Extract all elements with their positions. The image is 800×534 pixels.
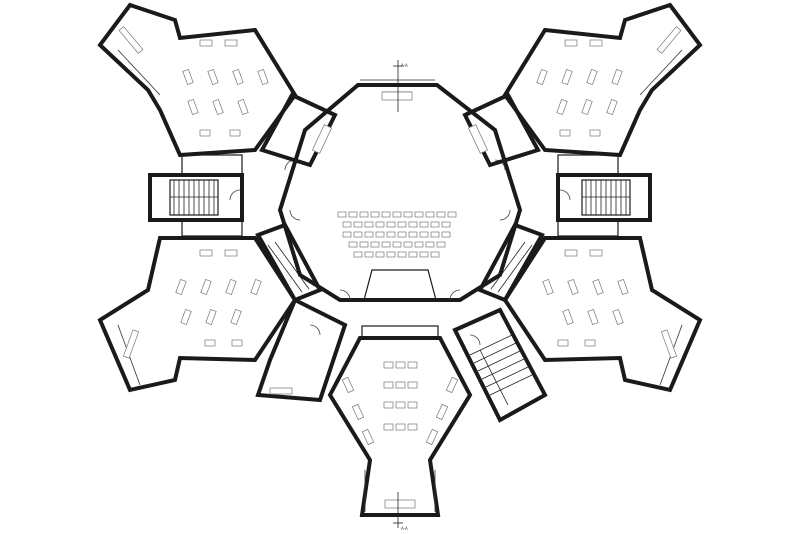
section-mark-top: A-A [393,60,408,112]
hall-seating [337,211,457,258]
classroom-wing-lower-right [502,236,703,393]
classroom-wing-upper-left [97,2,298,158]
desks-upper-left [182,39,269,137]
desks-lower-right [542,249,629,347]
section-mark-bottom: A-A [393,492,408,531]
desks-lower-left [175,249,262,347]
section-mark-top-label: A-A [401,63,408,68]
hall-stage [363,269,437,301]
stair-core-right [556,154,652,237]
desks-bottom [341,361,459,446]
classroom-wing-upper-right [502,2,703,158]
stair-core-left [148,154,244,237]
desks-upper-right [536,39,623,137]
central-hall [277,79,523,302]
classroom-wing-bottom [327,325,473,517]
stair-core-bottom-right [452,307,548,423]
hall-side-rooms [255,92,545,303]
section-mark-bottom-label: A-A [401,526,408,531]
small-room-lower-left [255,297,348,403]
classroom-wing-lower-left [97,236,298,393]
